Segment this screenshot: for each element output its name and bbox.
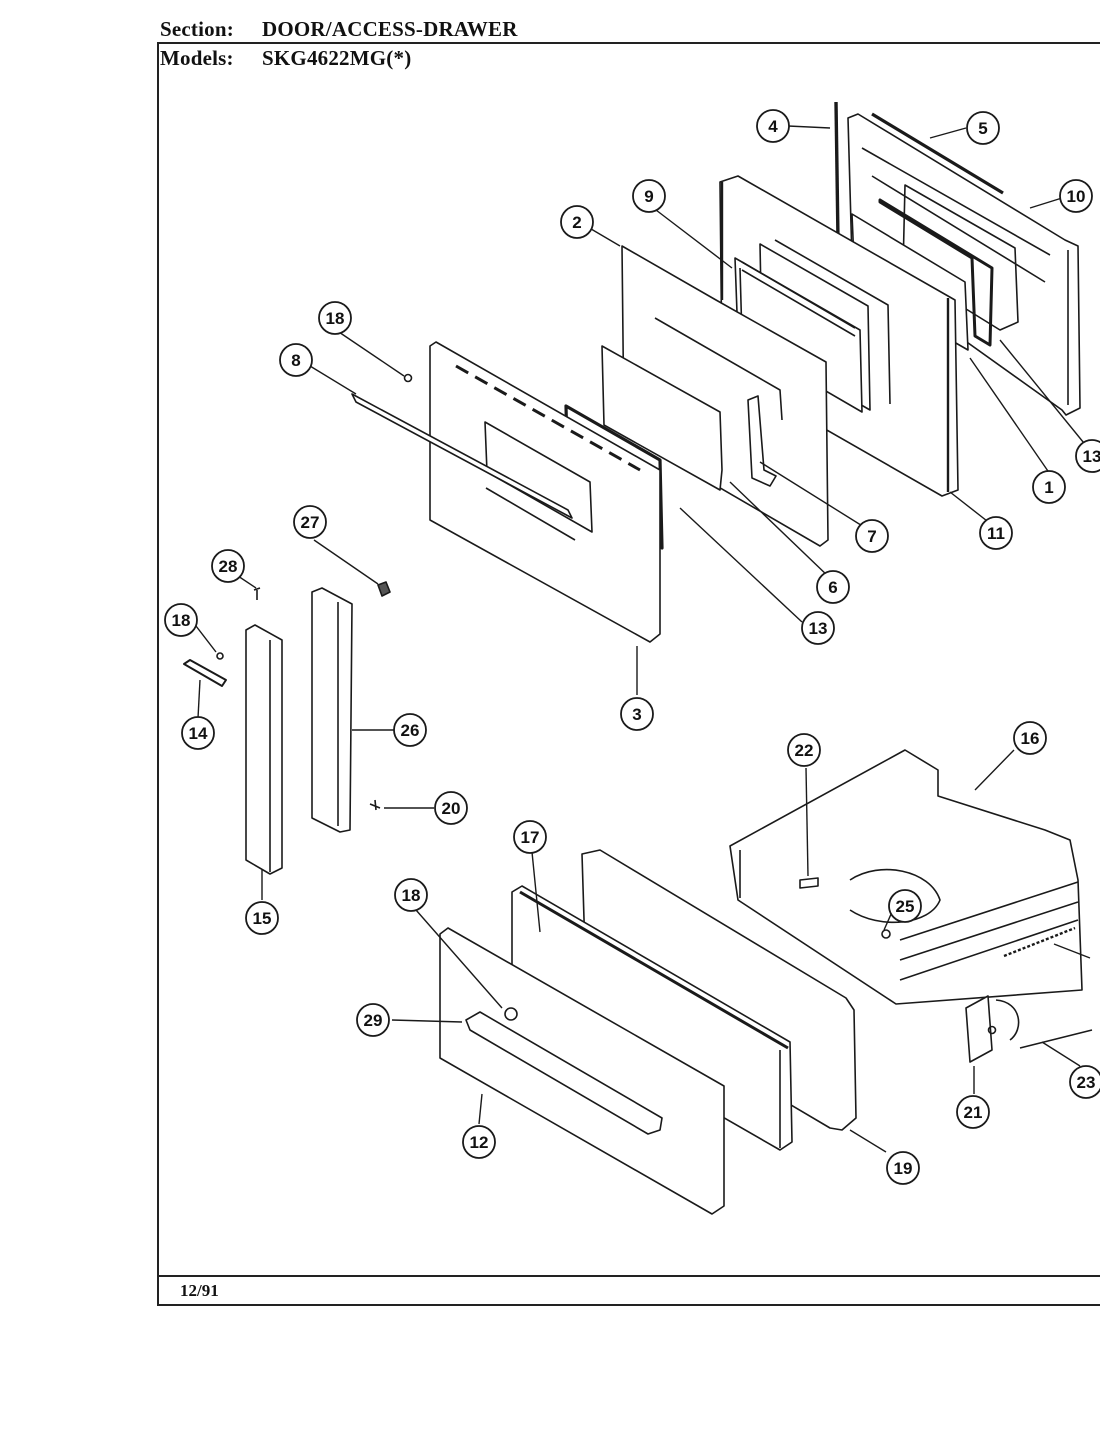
callout-label: 4	[768, 117, 778, 136]
callout-label: 12	[470, 1133, 489, 1152]
callout-26: 26	[393, 713, 427, 747]
callout-18: 18	[394, 878, 428, 912]
callout-15: 15	[245, 901, 279, 935]
part-29-handle-bracket	[465, 1011, 663, 1135]
part-23-rod	[1019, 1029, 1093, 1049]
callout-22: 22	[787, 733, 821, 767]
callout-label: 3	[632, 705, 641, 724]
callout-label: 11	[987, 524, 1005, 543]
callout-1: 1	[1032, 470, 1066, 504]
callout-label: 17	[521, 828, 540, 847]
section-title: DOOR/ACCESS-DRAWER	[262, 17, 518, 41]
diagram-frame	[157, 42, 1100, 1306]
part-15-side-trim	[245, 624, 283, 875]
callout-20: 20	[434, 791, 468, 825]
leader-lines	[195, 125, 1091, 1153]
callout-label: 23	[1077, 1073, 1096, 1092]
part-18-screw-side	[216, 652, 224, 660]
callout-19: 19	[886, 1151, 920, 1185]
callout-6: 6	[816, 570, 850, 604]
callout-14: 14	[181, 716, 215, 750]
callout-label: 22	[795, 741, 814, 760]
callout-label: 7	[867, 527, 876, 546]
callout-label: 26	[401, 721, 420, 740]
part-16-drawer-body	[729, 749, 1083, 1005]
revision-date: 12/91	[180, 1281, 219, 1300]
part-21-slide-bracket	[965, 995, 1020, 1063]
callout-label: 28	[219, 557, 238, 576]
callout-11: 11	[979, 516, 1013, 550]
callout-label: 5	[978, 119, 987, 138]
callout-18: 18	[164, 603, 198, 637]
callout-label: 9	[644, 187, 653, 206]
part-6-glass-panel	[601, 345, 723, 491]
callout-label: 21	[964, 1103, 983, 1122]
callout-5: 5	[966, 111, 1000, 145]
part-7-hinge-bracket	[654, 317, 783, 487]
part-18-screw-upper	[403, 373, 413, 383]
callout-label: 1	[1044, 478, 1053, 497]
callout-label: 18	[326, 309, 345, 328]
callout-label: 13	[809, 619, 828, 638]
callout-7: 7	[855, 519, 889, 553]
callout-label: 2	[572, 213, 581, 232]
callout-29: 29	[356, 1003, 390, 1037]
callout-label: 29	[364, 1011, 383, 1030]
callout-label: 18	[172, 611, 191, 630]
callout-label: 13	[1083, 447, 1100, 466]
callout-27: 27	[293, 505, 327, 539]
callout-17: 17	[513, 820, 547, 854]
models-label: Models:	[160, 46, 234, 70]
part-3-outer-door	[429, 341, 661, 643]
callout-18: 18	[318, 301, 352, 335]
callout-12: 12	[462, 1125, 496, 1159]
callout-label: 6	[828, 578, 837, 597]
footer-rule	[157, 1275, 1100, 1277]
callout-label: 10	[1067, 187, 1086, 206]
callout-23: 23	[1069, 1065, 1100, 1099]
callout-10: 10	[1059, 179, 1093, 213]
callout-3: 3	[620, 697, 654, 731]
callout-2: 2	[560, 205, 594, 239]
callout-label: 25	[896, 897, 915, 916]
callout-label: 27	[301, 513, 320, 532]
callout-8: 8	[279, 343, 313, 377]
callout-25: 25	[888, 889, 922, 923]
callout-16: 16	[1013, 721, 1047, 755]
part-28-screw	[253, 587, 261, 600]
callout-label: 19	[894, 1159, 913, 1178]
callout-9: 9	[632, 179, 666, 213]
callout-13: 13	[801, 611, 835, 645]
part-18-screw-drawer	[504, 1007, 518, 1021]
callout-21: 21	[956, 1095, 990, 1129]
models-value: SKG4622MG(*)	[262, 46, 412, 70]
callout-label: 14	[189, 724, 208, 743]
part-8-door-handle	[351, 393, 573, 519]
part-14-hinge-plate	[183, 659, 227, 687]
part-5-gasket-strip	[871, 112, 1004, 195]
part-27-clip	[377, 581, 391, 597]
callout-4: 4	[756, 109, 790, 143]
callout-label: 18	[402, 886, 421, 905]
callout-28: 28	[211, 549, 245, 583]
part-25-screw	[881, 929, 891, 939]
part-26-side-trim	[311, 587, 353, 833]
part-4-vertical-rod	[834, 101, 840, 241]
callout-label: 15	[253, 909, 272, 928]
part-20-screw	[369, 799, 381, 811]
callout-label: 16	[1021, 729, 1040, 748]
section-label: Section:	[160, 17, 234, 41]
callout-label: 20	[442, 799, 461, 818]
callout-label: 8	[291, 351, 300, 370]
callout-13: 13	[1075, 439, 1100, 473]
part-22-slide-screw	[799, 877, 819, 889]
